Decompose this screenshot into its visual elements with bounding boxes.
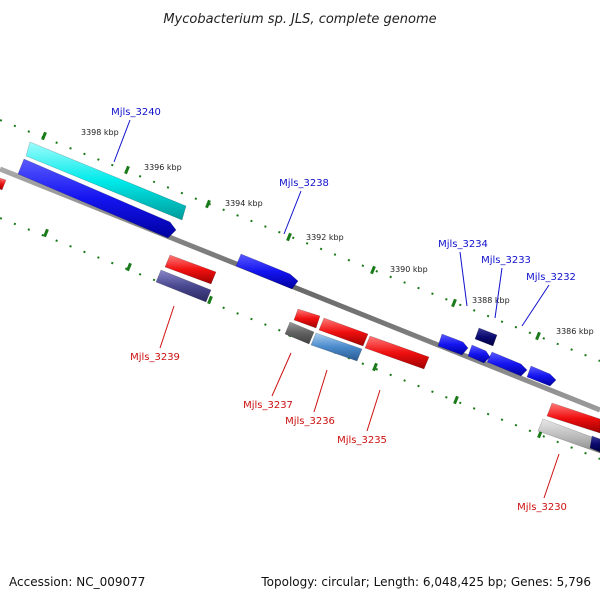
gene-labels: Mjls_3240Mjls_3238Mjls_3234Mjls_3233Mjls… [111,107,576,513]
major-tick [207,295,213,305]
major-tick [41,131,47,141]
gene-feature[interactable] [155,269,212,303]
gene-label[interactable]: Mjls_3232 [526,272,576,283]
gene-feature[interactable] [0,177,7,191]
gene-mjls-3232[interactable] [474,327,498,347]
gene-mjls-3236[interactable] [293,308,321,329]
gene-feature[interactable] [526,365,557,387]
gene-mjls-3240[interactable] [25,141,187,221]
major-tick [372,362,378,372]
gene-label[interactable]: Mjls_3236 [285,416,335,427]
gene-feature[interactable] [284,321,315,345]
gene-feature[interactable] [364,335,430,370]
gene-mjls-3234[interactable] [235,253,299,290]
gene-label[interactable]: Mjls_3240 [111,107,161,118]
gene-label[interactable]: Mjls_3233 [481,255,531,266]
gene-mjls-3235[interactable] [310,332,363,362]
gene-mjls-3239[interactable] [486,351,528,377]
gene-label[interactable]: Mjls_3239 [130,352,180,363]
gene-mjls-3238[interactable] [17,158,177,239]
gene-mjls-3233[interactable] [437,333,469,356]
forward-tick-track [0,119,600,362]
gene-features [0,141,600,454]
major-tick [535,331,541,341]
tick-label: 3390 kbp [390,265,428,274]
leader-line [366,389,381,432]
major-tick [370,265,376,275]
tick-label: 3396 kbp [144,163,182,172]
leader-line [313,369,328,413]
leader-line [543,453,560,499]
leader-line [159,305,175,349]
gene-label[interactable]: Mjls_3235 [337,435,387,446]
major-tick [453,395,459,405]
leader-line [271,352,292,397]
major-tick [451,298,457,308]
gene-feature[interactable] [467,344,491,364]
gene-label[interactable]: Mjls_3234 [438,239,488,250]
major-tick [286,232,292,242]
tick-marks: 3398 kbp 3396 kbp 3394 kbp 3392 kbp 3390 kbp… [41,128,594,439]
gene-label[interactable]: Mjls_3230 [517,502,567,513]
leader-line [283,190,302,235]
leader-line [459,251,468,307]
genome-backbone [0,166,600,413]
leader-line [521,284,550,327]
accession-text: Accession: NC_009077 [9,575,145,589]
major-tick [205,199,211,209]
major-tick [124,165,130,175]
summary-text: Topology: circular; Length: 6,048,425 bp… [260,575,591,589]
leader-line [494,267,503,319]
gene-label[interactable]: Mjls_3238 [279,178,329,189]
tick-label: 3398 kbp [81,128,119,137]
tick-label: 3386 kbp [556,327,594,336]
gene-label[interactable]: Mjls_3237 [243,400,293,411]
tick-label: 3392 kbp [306,233,344,242]
tick-label: 3394 kbp [225,199,263,208]
gene-feature[interactable] [537,418,600,454]
gene-feature[interactable] [589,435,600,453]
leader-line [113,119,131,163]
major-tick [43,228,49,238]
tick-label: 3388 kbp [472,296,510,305]
gene-feature[interactable] [318,317,369,347]
page-title: Mycobacterium sp. JLS, complete genome [163,12,436,27]
major-tick [126,262,132,272]
gene-mjls-3230[interactable] [546,402,600,434]
gene-mjls-3237[interactable] [164,254,217,285]
